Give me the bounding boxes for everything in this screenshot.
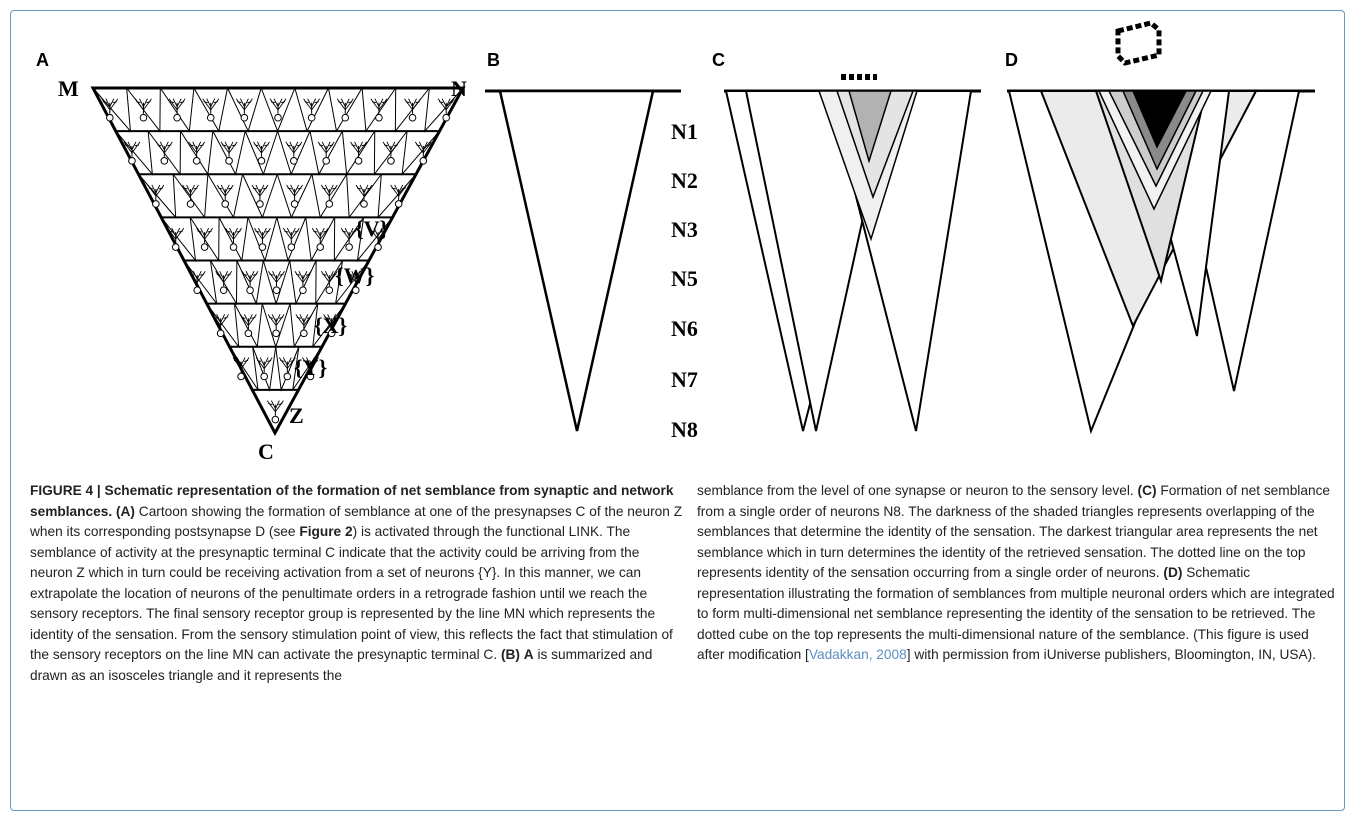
figure-frame: A B C D M N {V} {W} {X} {Y} Z C N1 N2 N3… <box>10 10 1345 811</box>
caption-text-a1: Cartoon showing the formation of semblan… <box>30 503 683 540</box>
caption-title: FIGURE 4 | Schematic representation of t… <box>30 483 674 519</box>
panel-a-neuron-triangle <box>90 86 466 437</box>
level-labels: N1 N2 N3 N5 N6 N7 N8 <box>671 119 698 442</box>
caption-tag-a: (A) <box>115 503 135 519</box>
caption-ref-a: A <box>523 647 534 662</box>
caption-tag-d: (D) <box>1163 565 1183 580</box>
label-w: {W} <box>335 263 374 288</box>
caption-text-b1: is summarized and drawn as an isosceles … <box>30 647 653 683</box>
panel-d-label: D <box>1005 50 1018 70</box>
level-n6: N6 <box>671 316 698 341</box>
label-v: {V} <box>355 216 388 241</box>
level-n2: N2 <box>671 168 698 193</box>
figure-illustration: A B C D M N {V} {W} {X} {Y} Z C N1 N2 N3… <box>36 20 1315 464</box>
caption-right-column: semblance from the level of one synapse … <box>697 481 1337 666</box>
caption-text-d: Schematic representation illustrating th… <box>697 565 1335 662</box>
panel-b-triangle <box>485 89 681 432</box>
label-x: {X} <box>314 313 347 338</box>
figure-2-link[interactable]: Figure 2 <box>299 524 353 539</box>
citation-link[interactable]: Vadakkan, 2008 <box>808 647 907 662</box>
caption-text-a2: ) is activated through the functional LI… <box>30 524 673 662</box>
panel-c-label: C <box>712 50 725 70</box>
label-m: M <box>58 76 79 101</box>
panel-a-label: A <box>36 50 49 70</box>
dotted-cube <box>1115 20 1162 66</box>
level-n7: N7 <box>671 367 698 392</box>
level-n3: N3 <box>671 217 698 242</box>
panel-b-label: B <box>487 50 500 70</box>
panel-c-overlapping-semblances <box>724 74 981 432</box>
level-n8: N8 <box>671 417 698 442</box>
caption-tag-c: (C) <box>1137 483 1157 498</box>
label-y: {Y} <box>294 355 327 380</box>
caption-left-column: FIGURE 4 | Schematic representation of t… <box>30 481 685 686</box>
level-n5: N5 <box>671 266 698 291</box>
caption-text-b2: semblance from the level of one synapse … <box>697 483 1134 498</box>
level-n1: N1 <box>671 119 698 144</box>
label-n: N <box>451 76 467 101</box>
caption-text-c: Formation of net semblance from a single… <box>697 483 1331 580</box>
label-c: C <box>258 439 274 464</box>
label-z: Z <box>289 403 304 428</box>
caption-text-end: ] with permission from iUniverse publish… <box>906 647 1317 662</box>
caption-tag-b: (B) <box>500 647 520 662</box>
panel-d-multidimensional-semblance <box>1007 20 1315 435</box>
neuron-grid <box>92 87 464 435</box>
